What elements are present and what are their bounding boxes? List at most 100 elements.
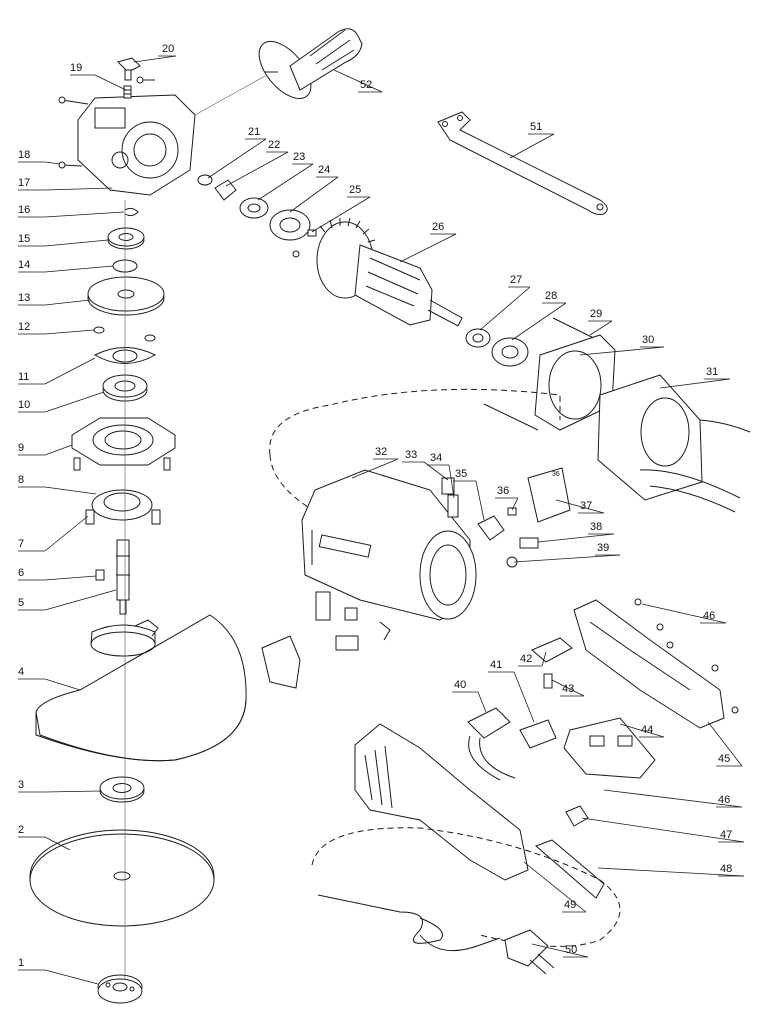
dashed-boundary-lower bbox=[311, 827, 621, 947]
callout-leader bbox=[619, 723, 665, 738]
callout-number: 48 bbox=[720, 863, 732, 875]
callout-27: 27 bbox=[479, 274, 531, 331]
part-spindle bbox=[116, 539, 130, 615]
callout-number: 30 bbox=[642, 334, 654, 346]
callout-47: 47 bbox=[581, 817, 745, 843]
callout-number: 45 bbox=[718, 753, 730, 765]
callout-52: 52 bbox=[333, 69, 383, 93]
callout-leader bbox=[513, 671, 535, 723]
callout-30: 30 bbox=[579, 334, 665, 356]
callout-40: 40 bbox=[452, 679, 487, 713]
callout-leader bbox=[537, 533, 615, 543]
part-inner-flange bbox=[99, 776, 145, 803]
callout-49: 49 bbox=[523, 861, 587, 913]
callout-28: 28 bbox=[511, 290, 567, 341]
callout-leader bbox=[333, 69, 383, 93]
callout-34: 34 bbox=[427, 452, 455, 499]
part-screw-12 bbox=[93, 326, 156, 342]
callout-46a: 46 bbox=[641, 603, 727, 624]
callout-number: 32 bbox=[375, 446, 387, 458]
callout-23: 23 bbox=[257, 151, 314, 201]
callout-leader bbox=[207, 138, 267, 179]
callout-leader bbox=[44, 589, 117, 611]
callout-leader bbox=[551, 679, 585, 697]
callout-50: 50 bbox=[531, 943, 589, 958]
part-cord-sleeve-48 bbox=[535, 839, 605, 899]
callout-leader bbox=[289, 176, 339, 213]
callout-number: 52 bbox=[360, 79, 372, 91]
part-spindle-key bbox=[95, 569, 105, 581]
part-bearing-flange bbox=[71, 417, 176, 471]
callout-number: 8 bbox=[18, 474, 24, 486]
callout-11: 11 bbox=[18, 357, 96, 385]
axis-line-handle bbox=[194, 75, 266, 116]
part-bracket-33 bbox=[441, 477, 455, 495]
callout-48: 48 bbox=[597, 863, 745, 877]
callout-number: 17 bbox=[18, 177, 30, 189]
callout-number: 50 bbox=[565, 944, 577, 956]
callout-17: 17 bbox=[18, 177, 113, 191]
part-bearing-27 bbox=[465, 328, 491, 348]
callout-number: 40 bbox=[454, 679, 466, 691]
callout-number: 46 bbox=[703, 610, 715, 622]
part-handle-cover-45 bbox=[573, 599, 725, 729]
callout-leader bbox=[44, 161, 61, 165]
callout-number: 20 bbox=[162, 43, 174, 55]
callout-leader bbox=[44, 836, 71, 851]
callout-leader bbox=[581, 817, 745, 843]
callout-leader bbox=[513, 554, 621, 563]
callout-number: 22 bbox=[268, 139, 280, 151]
callout-number: 19 bbox=[70, 62, 82, 74]
part-spanner-wrench bbox=[437, 111, 608, 215]
callout-leader bbox=[44, 329, 95, 335]
part-screw-25 bbox=[307, 229, 317, 237]
callout-42: 42 bbox=[518, 651, 547, 667]
part-pcb-37 bbox=[527, 467, 571, 523]
callout-leader bbox=[579, 346, 665, 356]
callout-leader bbox=[597, 867, 745, 877]
callout-leader bbox=[311, 196, 371, 233]
callout-51: 51 bbox=[509, 121, 555, 159]
callout-36: 36 bbox=[495, 485, 519, 511]
part-wheel-guard bbox=[35, 614, 247, 762]
callout-46b: 46 bbox=[603, 789, 743, 808]
callout-8: 8 bbox=[18, 474, 97, 495]
callout-9: 9 bbox=[18, 442, 73, 456]
callout-number: 51 bbox=[530, 121, 542, 133]
callout-44: 44 bbox=[619, 723, 665, 738]
callout-leader bbox=[641, 603, 727, 624]
part-outer-nut bbox=[97, 974, 143, 1004]
callout-number: 10 bbox=[18, 399, 30, 411]
callout-24: 24 bbox=[289, 164, 339, 213]
callout-number: 4 bbox=[18, 666, 24, 678]
callout-32: 32 bbox=[351, 446, 399, 479]
callout-number: 23 bbox=[293, 151, 305, 163]
callout-leader bbox=[44, 486, 97, 495]
callout-number: 16 bbox=[18, 204, 30, 216]
callout-number: 21 bbox=[248, 126, 260, 138]
callout-leader bbox=[44, 515, 89, 552]
callout-45: 45 bbox=[707, 721, 743, 767]
callout-14: 14 bbox=[18, 259, 114, 273]
callout-leader bbox=[44, 575, 97, 581]
callout-10: 10 bbox=[18, 391, 105, 413]
callout-29: 29 bbox=[588, 308, 613, 336]
callout-18: 18 bbox=[18, 149, 61, 165]
callout-leader bbox=[44, 357, 96, 385]
callout-number: 1 bbox=[18, 957, 24, 969]
pcb-mark-36: 36 bbox=[552, 471, 560, 478]
part-side-handle bbox=[258, 28, 363, 99]
callout-leader bbox=[44, 239, 109, 247]
callout-number: 13 bbox=[18, 292, 30, 304]
callout-number: 27 bbox=[510, 274, 522, 286]
callout-number: 18 bbox=[18, 149, 30, 161]
callout-37: 37 bbox=[555, 499, 605, 514]
callout-26: 26 bbox=[399, 221, 457, 263]
part-switch-components bbox=[315, 591, 391, 651]
callout-1: 1 bbox=[18, 957, 99, 985]
callout-leader bbox=[477, 691, 487, 713]
callout-number: 47 bbox=[720, 829, 732, 841]
callout-leader bbox=[44, 187, 113, 191]
callout-35: 35 bbox=[453, 468, 485, 521]
